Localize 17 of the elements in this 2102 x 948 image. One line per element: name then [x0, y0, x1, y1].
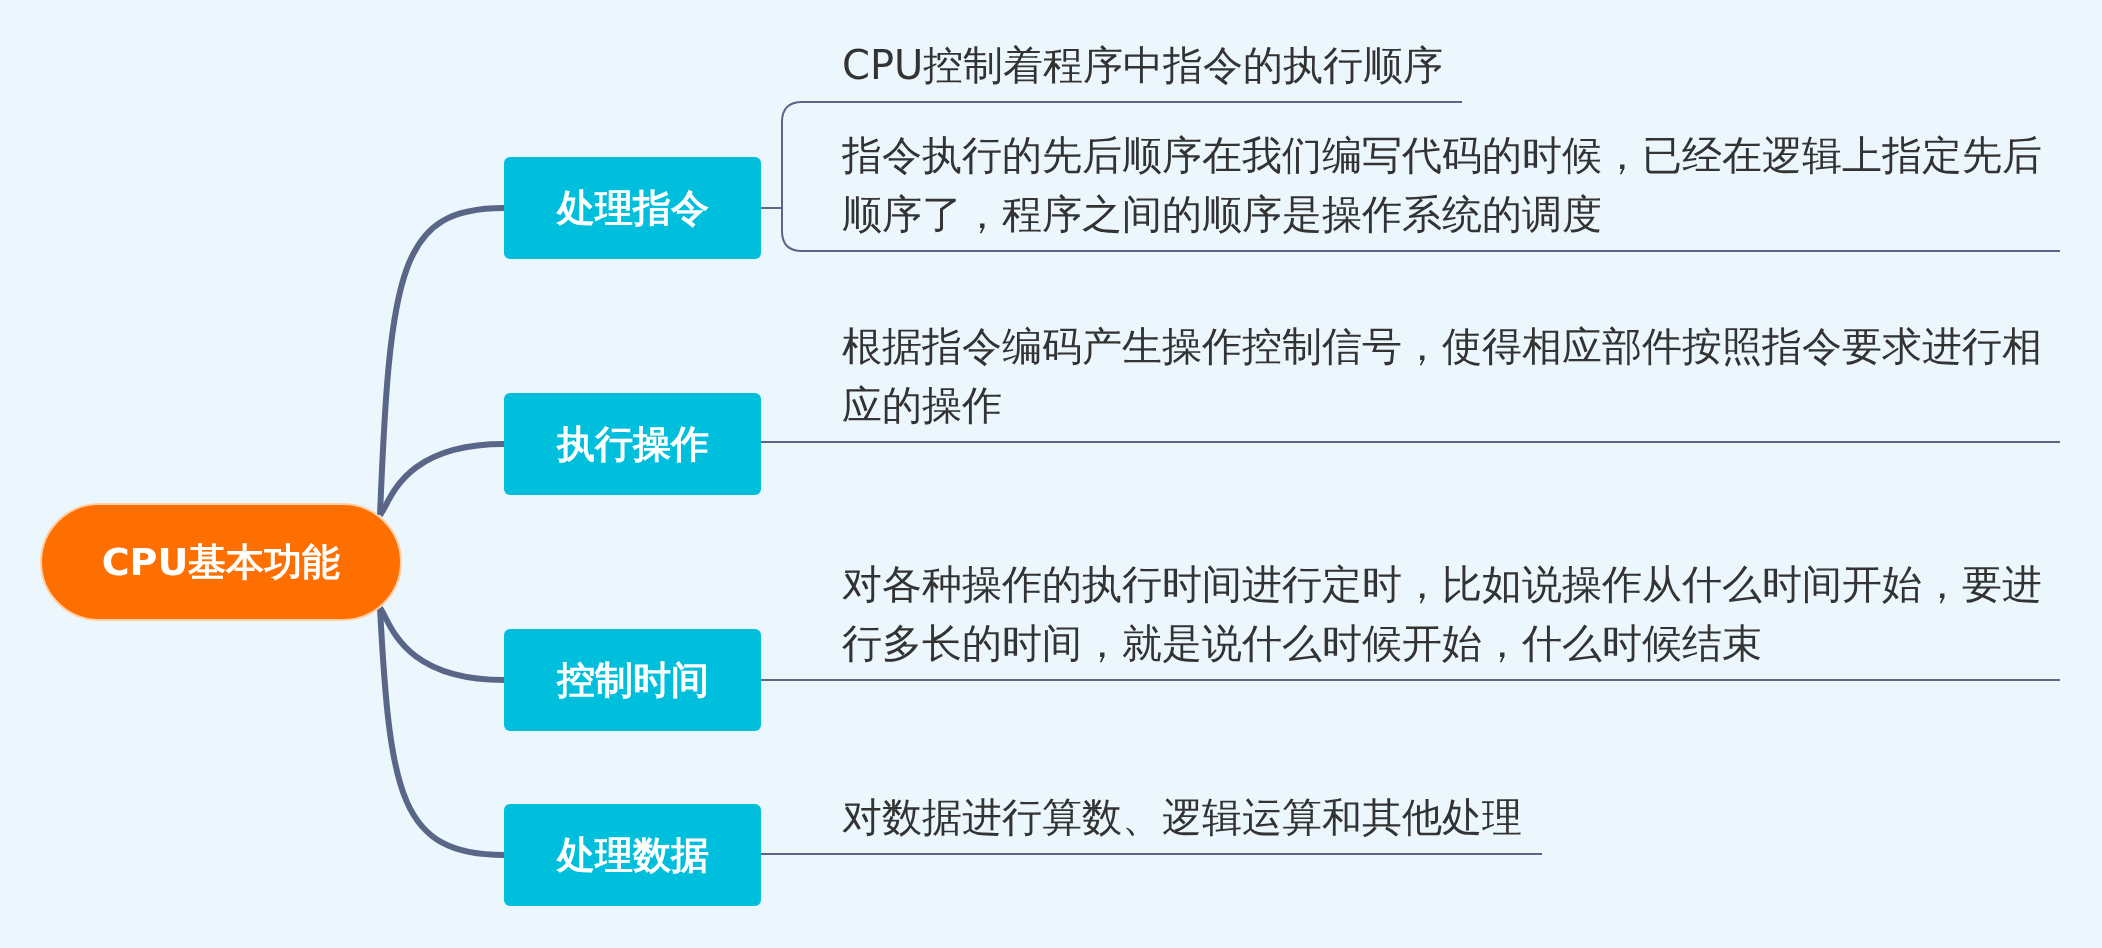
connector-line — [377, 441, 505, 517]
subtopic-text: 指令执行的先后顺序在我们编写代码的时候，已经在逻辑上指定先后顺序了，程序之间的顺序是操作系统的调度 — [800, 130, 2060, 252]
connector-line — [760, 679, 801, 681]
connector-line — [760, 441, 801, 443]
topic-box: 执行操作 — [504, 393, 761, 495]
topic-box: 处理数据 — [504, 804, 761, 906]
connector-line — [377, 205, 505, 516]
subtopic-text: 根据指令编码产生操作控制信号，使得相应部件按照指令要求进行相应的操作 — [800, 320, 2060, 443]
connector-line — [760, 853, 801, 855]
topic-box: 控制时间 — [504, 629, 761, 731]
connector-line — [760, 207, 803, 252]
subtopic-text: 对数据进行算数、逻辑运算和其他处理 — [800, 790, 1542, 855]
topic-box: 处理指令 — [504, 157, 761, 259]
root-node: CPU基本功能 — [40, 503, 402, 621]
subtopic-text: CPU控制着程序中指令的执行顺序 — [800, 40, 1462, 103]
subtopic-text: 对各种操作的执行时间进行定时，比如说操作从什么时间开始，要进行多长的时间，就是说什么时候开始，什么时候结束 — [800, 556, 2060, 681]
connector-line — [377, 607, 505, 858]
